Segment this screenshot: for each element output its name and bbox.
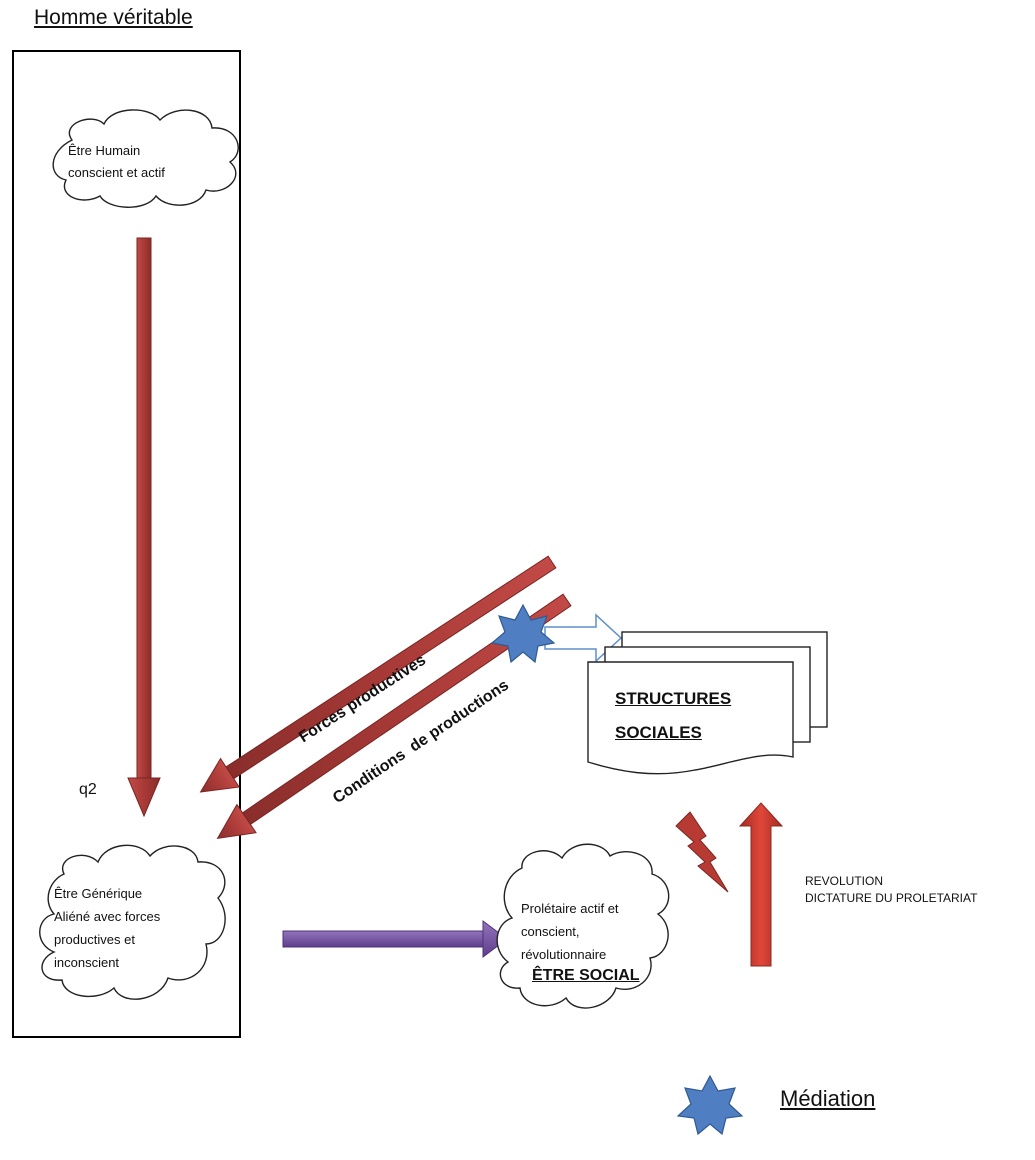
- arrow-conditions-productions: [216, 593, 572, 840]
- etre-generique-line4: inconscient: [54, 955, 120, 970]
- revolution-line2: DICTATURE DU PROLETARIAT: [805, 891, 978, 905]
- etre-generique-line2: Aliéné avec forces: [54, 909, 161, 924]
- legend-star-icon: [676, 1074, 744, 1136]
- etre-humain-line2: conscient et actif: [68, 165, 165, 180]
- etre-generique-line1: Être Générique: [54, 886, 143, 901]
- lightning-icon: [675, 811, 729, 893]
- etre-generique-line3: productives et: [54, 932, 135, 947]
- diagram-title: Homme véritable: [34, 6, 193, 29]
- etre-generique-text: Être Générique Aliéné avec forces produc…: [54, 882, 160, 974]
- arrow-generique-to-proletaire: [282, 920, 508, 958]
- cloud-etre-humain: [52, 109, 239, 208]
- etre-humain-line1: Être Humain: [68, 143, 141, 158]
- etre-humain-text: Être Humain conscient et actif: [68, 140, 165, 184]
- revolution-text: REVOLUTION DICTATURE DU PROLETARIAT: [805, 873, 977, 907]
- homme-veritable-box: [12, 50, 241, 1038]
- arrow-forces-productives: [199, 555, 557, 793]
- q2-label: q2: [79, 781, 97, 798]
- revolution-line1: REVOLUTION: [805, 874, 884, 888]
- proletaire-line3: révolutionnaire: [521, 947, 607, 962]
- structures-sociales-documents: [587, 631, 828, 775]
- structures-sociales-text: STRUCTURES SOCIALES: [615, 682, 731, 750]
- structures-line1: STRUCTURES: [615, 689, 732, 708]
- proletaire-line1: Prolétaire actif et: [521, 901, 619, 916]
- structures-line2: SOCIALES: [615, 723, 702, 742]
- mediation-star-icon: [490, 603, 556, 664]
- legend-mediation-label: Médiation: [780, 1086, 876, 1111]
- proletaire-text: Prolétaire actif et conscient, révolutio…: [521, 897, 619, 966]
- arrow-revolution: [738, 802, 784, 967]
- cloud-proletaire: [496, 843, 670, 1009]
- etre-social-label: ÊTRE SOCIAL: [532, 967, 640, 984]
- cloud-etre-generique: [39, 844, 226, 1000]
- proletaire-line2: conscient,: [521, 924, 580, 939]
- arrow-humain-to-generique: [127, 237, 161, 818]
